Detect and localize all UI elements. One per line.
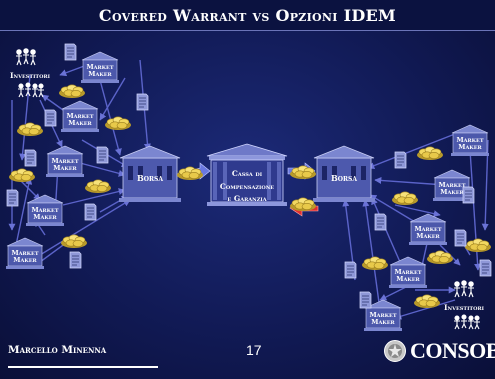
cassa-label-line3: e Garanzia [227, 194, 266, 203]
borsa-right-building-icon [313, 145, 375, 202]
svg-text:Market: Market [394, 268, 421, 276]
svg-text:Maker: Maker [371, 318, 395, 326]
svg-text:Maker: Maker [458, 143, 482, 151]
cassa-label-line2: Compensazione [220, 182, 274, 191]
svg-text:Maker: Maker [396, 275, 420, 283]
svg-text:Market: Market [438, 181, 465, 189]
market-maker-node: Market Maker [25, 194, 65, 227]
svg-text:Maker: Maker [68, 119, 92, 127]
svg-text:Market: Market [66, 112, 93, 120]
consob-emblem-icon [384, 340, 406, 362]
market-maker-node: Market Maker [5, 237, 45, 270]
borsa-right-label: Borsa [331, 173, 357, 183]
investitori-right-label: Investitori [444, 303, 485, 312]
page-number: 17 [246, 342, 262, 358]
market-maker-node: Market Maker [363, 299, 403, 332]
market-maker-node: Market Maker [60, 100, 100, 133]
svg-text:Maker: Maker [416, 232, 440, 240]
investitori-left-node: Investitori [10, 48, 51, 98]
market-maker-node: Market Maker [450, 124, 490, 157]
investitori-right-node: Investitori [444, 280, 485, 330]
market-maker-node: Market Maker [80, 51, 120, 84]
people-icon [15, 48, 37, 66]
svg-text:Maker: Maker [13, 256, 37, 264]
people-icon [17, 82, 45, 98]
consob-wordmark: CONSOB [410, 338, 495, 363]
svg-text:Maker: Maker [33, 213, 57, 221]
market-maker-node: Market Maker [432, 169, 472, 202]
svg-text:Market: Market [86, 63, 113, 71]
people-icon [453, 280, 475, 298]
svg-text:Market: Market [414, 225, 441, 233]
svg-text:Market: Market [11, 249, 38, 257]
cassa-building-icon [206, 143, 288, 206]
consob-logo: CONSOB [383, 338, 495, 364]
title-bar: Covered Warrant vs Opzioni IDEM [0, 0, 495, 31]
slide-title: Covered Warrant vs Opzioni IDEM [98, 5, 397, 25]
svg-text:Market: Market [31, 206, 58, 214]
author-name: Marcello Minenna [8, 344, 107, 356]
people-icon [453, 314, 481, 330]
svg-text:Market: Market [369, 311, 396, 319]
market-maker-node: Market Maker [45, 145, 85, 178]
borsa-left-building-icon [119, 145, 181, 202]
svg-text:Maker: Maker [53, 164, 77, 172]
svg-text:Maker: Maker [88, 70, 112, 78]
market-maker-node: Market Maker [408, 213, 448, 246]
svg-text:Maker: Maker [440, 188, 464, 196]
svg-text:Market: Market [456, 136, 483, 144]
svg-text:Market: Market [51, 157, 78, 165]
market-maker-node: Market Maker [388, 256, 428, 289]
borsa-left-label: Borsa [137, 173, 163, 183]
footer-divider [8, 366, 158, 368]
investitori-left-label: Investitori [10, 71, 51, 80]
cassa-label-line1: Cassa di [232, 169, 263, 178]
